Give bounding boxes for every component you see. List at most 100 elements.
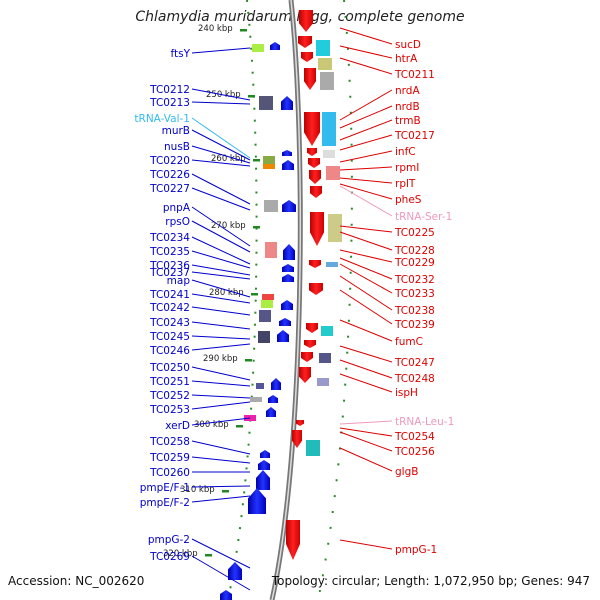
- gene-label-left[interactable]: TC0252: [149, 390, 190, 402]
- gene-label-right[interactable]: TC0228: [394, 245, 435, 257]
- gene-label-left[interactable]: TC0245: [149, 331, 190, 343]
- gene-arrow: [268, 395, 278, 403]
- gene-leader-line: [191, 271, 251, 280]
- gene-arrow: [309, 260, 321, 268]
- gene-label-right[interactable]: nrdA: [395, 85, 420, 97]
- gene-label-right[interactable]: nrdB: [395, 101, 420, 113]
- gene-label-right[interactable]: tRNA-Leu-1: [395, 416, 454, 428]
- gene-leader-line: [339, 119, 393, 141]
- gene-leader-line: [191, 321, 251, 330]
- gene-label-left[interactable]: TC0226: [149, 169, 190, 181]
- gene-label-left[interactable]: TC0246: [149, 345, 190, 357]
- gene-arrow: [266, 407, 276, 417]
- gene-label-left[interactable]: TC0253: [149, 404, 190, 416]
- gene-label-right[interactable]: pmpG-1: [395, 544, 437, 556]
- gene-label-left[interactable]: TC0220: [149, 155, 190, 167]
- gene-leader-line: [339, 225, 393, 233]
- gene-label-left[interactable]: TC0237: [149, 267, 190, 279]
- gene-label-right[interactable]: pheS: [395, 194, 422, 206]
- gene-label-left[interactable]: TC0234: [149, 232, 190, 244]
- gene-label-right[interactable]: TC0248: [394, 373, 435, 385]
- gene-arrow: [228, 562, 242, 580]
- gene-leader-line: [191, 173, 251, 205]
- tick-mark: [248, 95, 255, 98]
- gene-leader-line: [191, 555, 251, 591]
- gene-label-left[interactable]: tRNA-Val-1: [134, 113, 190, 125]
- gene-leader-line: [339, 150, 393, 163]
- gene-label-left[interactable]: xerD: [165, 420, 190, 432]
- gene-label-right[interactable]: TC0239: [394, 319, 435, 331]
- gene-label-right[interactable]: TC0233: [394, 288, 435, 300]
- gene-label-right[interactable]: TC0256: [394, 446, 435, 458]
- gene-label-left[interactable]: ftsY: [170, 48, 190, 60]
- gene-leader-line: [191, 279, 251, 298]
- gene-label-left[interactable]: TC0269: [149, 551, 190, 563]
- gene-label-right[interactable]: TC0225: [394, 227, 435, 239]
- gene-arrow: [277, 330, 289, 342]
- gene-leader-line: [191, 264, 251, 276]
- tick-label: 270 kbp: [211, 221, 246, 231]
- gene-leader-line: [339, 183, 393, 200]
- gene-label-left[interactable]: TC0241: [149, 289, 190, 301]
- gene-feature-box: [321, 326, 333, 336]
- gene-label-left[interactable]: TC0227: [149, 183, 190, 195]
- gene-label-left[interactable]: pmpE/F-2: [140, 497, 190, 509]
- gene-leader-line: [339, 257, 393, 280]
- gene-arrow: [310, 186, 322, 198]
- gene-label-right[interactable]: TC0217: [394, 130, 435, 142]
- gene-label-right[interactable]: TC0211: [394, 69, 435, 81]
- gene-leader-line: [191, 401, 251, 410]
- gene-feature-box: [326, 166, 340, 180]
- gene-leader-line: [339, 447, 393, 472]
- gene-leader-line: [339, 345, 393, 363]
- gene-leader-line: [191, 250, 251, 269]
- gene-label-right[interactable]: glgB: [395, 466, 418, 478]
- gene-label-right[interactable]: sucD: [395, 39, 421, 51]
- gene-label-right[interactable]: TC0247: [394, 357, 435, 369]
- gene-label-right[interactable]: infC: [395, 146, 416, 158]
- gene-leader-line: [191, 343, 251, 351]
- gene-label-right[interactable]: TC0254: [394, 431, 435, 443]
- gene-feature-box: [317, 378, 329, 386]
- gene-label-right[interactable]: tRNA-Ser-1: [395, 211, 452, 223]
- gene-label-left[interactable]: pmpE/F-1: [140, 482, 190, 494]
- gene-feature-box: [306, 440, 320, 456]
- gene-label-left[interactable]: TC0259: [149, 452, 190, 464]
- gene-arrow: [282, 200, 296, 212]
- gene-leader-line: [191, 306, 251, 316]
- gene-label-left[interactable]: pnpA: [163, 202, 191, 214]
- gene-label-right[interactable]: trmB: [395, 115, 421, 127]
- gene-label-left[interactable]: TC0212: [149, 84, 190, 96]
- gene-leader-line: [339, 373, 393, 393]
- gene-label-right[interactable]: rplT: [395, 178, 416, 190]
- gene-label-right[interactable]: TC0229: [394, 257, 435, 269]
- genome-backbone-highlight: [271, 0, 302, 600]
- gene-label-left[interactable]: TC0242: [149, 302, 190, 314]
- gene-label-left[interactable]: TC0260: [149, 467, 190, 479]
- gene-leader-line: [339, 166, 393, 171]
- gene-label-left[interactable]: TC0235: [149, 246, 190, 258]
- gene-label-left[interactable]: map: [167, 275, 191, 287]
- gene-leader-line: [191, 206, 251, 247]
- gene-label-right[interactable]: TC0232: [394, 274, 435, 286]
- tick-label: 280 kbp: [209, 288, 244, 298]
- gene-label-left[interactable]: TC0251: [149, 376, 190, 388]
- gene-leader-line: [191, 440, 251, 455]
- gene-label-left[interactable]: rpsO: [165, 216, 190, 228]
- gene-label-left[interactable]: pmpG-2: [148, 534, 190, 546]
- gene-label-left[interactable]: murB: [162, 125, 190, 137]
- gene-arrow: [307, 148, 317, 156]
- gene-label-left[interactable]: TC0258: [149, 436, 190, 448]
- gene-label-left[interactable]: TC0236: [149, 260, 190, 272]
- gene-label-left[interactable]: nusB: [164, 141, 190, 153]
- gene-label-left[interactable]: TC0243: [149, 317, 190, 329]
- gene-label-right[interactable]: htrA: [395, 53, 418, 65]
- gene-label-right[interactable]: fumC: [395, 336, 423, 348]
- gene-label-right[interactable]: rpmI: [395, 162, 419, 174]
- gene-label-left[interactable]: TC0250: [149, 362, 190, 374]
- gene-label-right[interactable]: ispH: [395, 387, 418, 399]
- tick-mark: [205, 554, 212, 557]
- gene-label-right[interactable]: TC0238: [394, 305, 435, 317]
- gene-label-left[interactable]: TC0213: [149, 97, 190, 109]
- gene-leader-line: [191, 456, 251, 464]
